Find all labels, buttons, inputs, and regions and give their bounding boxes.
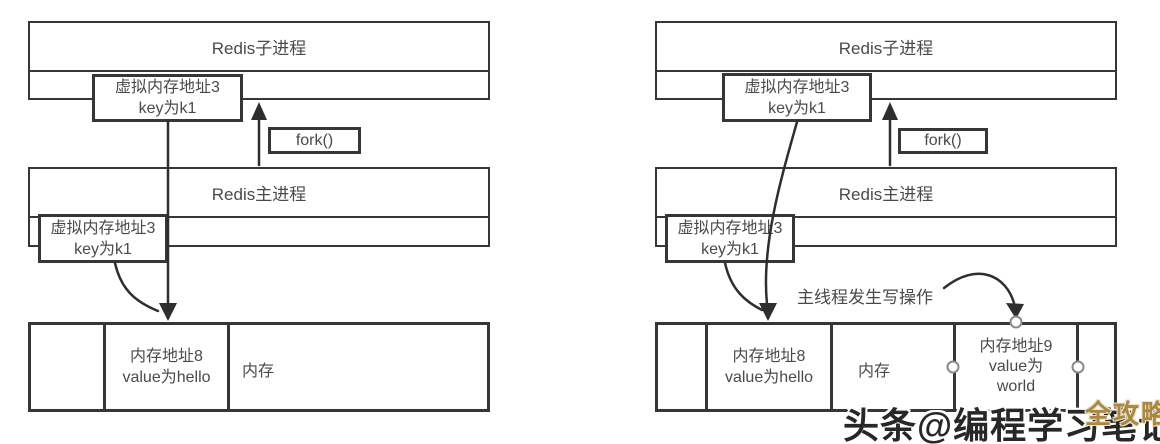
left-redis-main-process-label: Redis主进程 [211,185,307,204]
left-down-arrowhead-icon [159,303,177,321]
right-write-to-address9-arrow [942,272,1016,305]
right-memory-address8-line2: value为hello [724,369,814,386]
right-fork-label: fork() [924,132,962,149]
right-memory-address8-line1: 内存地址8 [732,348,806,365]
right-fork-box: fork() [898,128,988,154]
left-main-virtual-address-line1: 虚拟内存地址3 [50,219,156,237]
right-fork-up-arrowhead-icon [882,102,898,120]
left-redis-child-process-box: Redis子进程 [28,21,490,72]
right-memory-address9-line2: value为 [988,358,1044,375]
right-redis-child-process-label: Redis子进程 [838,39,934,58]
left-child-virtual-address-box: 虚拟内存地址3 key为k1 [92,74,243,122]
right-memory-address8-box: 内存地址8 value为hello [705,322,833,412]
right-write-operation-annotation: 主线程发生写操作 [797,288,933,307]
left-child-virtual-address-line1: 虚拟内存地址3 [115,79,220,96]
left-child-virtual-address-line2: key为k1 [138,100,197,117]
right-main-virtual-address-line1: 虚拟内存地址3 [677,219,783,237]
left-fork-box: fork() [268,127,361,154]
right-memory-address9-line3: world [996,378,1036,395]
right-redis-main-process-label: Redis主进程 [838,185,934,204]
right-memory-address9-box: 内存地址9 value为 world [953,322,1079,412]
right-down-arrowhead-icon [759,303,777,321]
left-redis-child-process-label: Redis子进程 [211,39,307,58]
right-main-to-memory-curve [723,261,764,312]
toutiao-watermark-text: 头条@编程学习笔记 [843,405,1160,444]
gold-badge-text: 全攻略 [1085,399,1160,429]
left-memory-address8-line1: 内存地址8 [130,348,203,365]
right-child-virtual-address-box: 虚拟内存地址3 key为k1 [722,73,872,122]
right-redis-main-process-box: Redis主进程 [655,167,1117,218]
right-redis-child-process-box: Redis子进程 [655,21,1117,72]
left-up-arrowhead-icon [251,102,267,120]
left-memory-label: 内存 [242,363,275,380]
right-write-arrowhead-icon [1006,303,1024,319]
right-main-virtual-address-box: 虚拟内存地址3 key为k1 [665,214,795,263]
left-main-virtual-address-box: 虚拟内存地址3 key为k1 [38,214,168,263]
right-memory-label: 内存 [858,363,891,380]
right-memory-address9-line1: 内存地址9 [979,338,1053,355]
left-fork-label: fork() [295,131,334,149]
left-memory-address8-line2: value为hello [122,369,211,386]
right-main-virtual-address-line2: key为k1 [701,240,759,258]
left-memory-address8-box: 内存地址8 value为hello [103,322,230,412]
left-main-virtual-address-line2: key为k1 [74,240,132,258]
left-main-to-memory-curve [113,261,160,313]
right-child-virtual-address-line1: 虚拟内存地址3 [744,78,850,96]
left-redis-main-process-box: Redis主进程 [28,167,490,218]
right-child-virtual-address-line2: key为k1 [768,99,826,117]
